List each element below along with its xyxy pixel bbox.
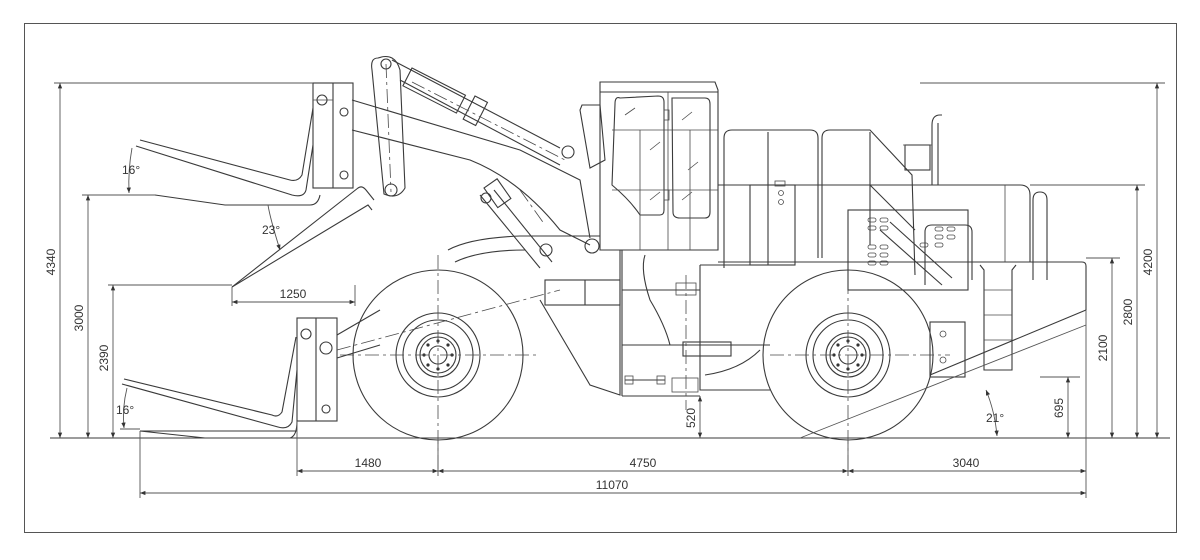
boom-arm: [351, 99, 591, 246]
exhaust-stack: [903, 114, 942, 185]
label-angle-21: 21°: [986, 411, 1004, 425]
front-frame: [447, 235, 700, 397]
dim-rear-overhang-3040: 3040: [848, 456, 1086, 474]
dim-departure-angle: 21°: [799, 324, 1087, 439]
label-520: 520: [684, 408, 698, 428]
label-1250: 1250: [280, 287, 307, 301]
air-precleaner: [904, 144, 931, 171]
label-695: 695: [1052, 398, 1066, 418]
label-4750: 4750: [630, 456, 657, 470]
articulation-joint: [622, 254, 770, 410]
dim-overall-length-11070: 11070: [140, 478, 1086, 496]
fuel-tank: [749, 184, 796, 266]
dim-height-2390: 2390: [97, 285, 116, 438]
handrails: [723, 129, 973, 286]
dim-fork-reach-1250: 1250: [231, 285, 356, 306]
dim-angle-lower-16: 16°: [116, 387, 134, 429]
label-1480: 1480: [355, 456, 382, 470]
dim-height-2100: 2100: [1096, 258, 1115, 438]
label-3000: 3000: [72, 304, 86, 331]
cab-door-window: [611, 95, 665, 216]
dim-wheelbase-4750: 4750: [438, 456, 848, 474]
label-angle-23: 23°: [262, 223, 280, 237]
engine-panel: [847, 209, 969, 291]
dim-height-4200: 4200: [1141, 83, 1160, 438]
vent-slots: [867, 217, 956, 266]
label-4340: 4340: [44, 248, 58, 275]
fork-tine-dumped: [231, 186, 375, 288]
label-2100: 2100: [1096, 334, 1110, 361]
cab-rear-window: [671, 97, 711, 219]
mirror: [579, 104, 606, 169]
dim-ground-clearance-520: 520: [684, 396, 703, 438]
label-angle-lower: 16°: [116, 403, 134, 417]
fork-tine-lower: [121, 336, 298, 439]
operator-cab: [579, 81, 719, 251]
dim-height-3000: 3000: [72, 195, 91, 438]
engine-hood: [700, 180, 1031, 291]
label-angle-upper: 16°: [122, 163, 140, 177]
rear-grab-handle: [1032, 191, 1048, 280]
label-2800: 2800: [1121, 298, 1135, 325]
label-4200: 4200: [1141, 248, 1155, 275]
dim-front-overhang-1480: 1480: [297, 456, 438, 474]
counterweight: [929, 261, 1087, 378]
access-ladder: [979, 264, 1017, 371]
dim-height-695: 695: [1052, 377, 1071, 438]
dim-angle-upper-16: 16°: [122, 147, 140, 194]
label-2390: 2390: [97, 344, 111, 371]
label-11070: 11070: [596, 478, 629, 492]
dim-height-4340: 4340: [44, 83, 63, 438]
dim-height-2800: 2800: [1121, 185, 1140, 438]
tilt-cylinder: [391, 59, 575, 166]
front-wheel: [340, 255, 540, 470]
label-3040: 3040: [953, 456, 980, 470]
fork-carriage-lowered: [296, 289, 561, 422]
drawing-frame: [24, 23, 1177, 533]
dim-angle-23: 23°: [262, 204, 281, 251]
bellcrank-link: [371, 55, 406, 197]
fork-tine-upper: [135, 107, 321, 206]
fork-carriage-raised: [312, 82, 354, 189]
lift-cylinder: [479, 178, 600, 269]
